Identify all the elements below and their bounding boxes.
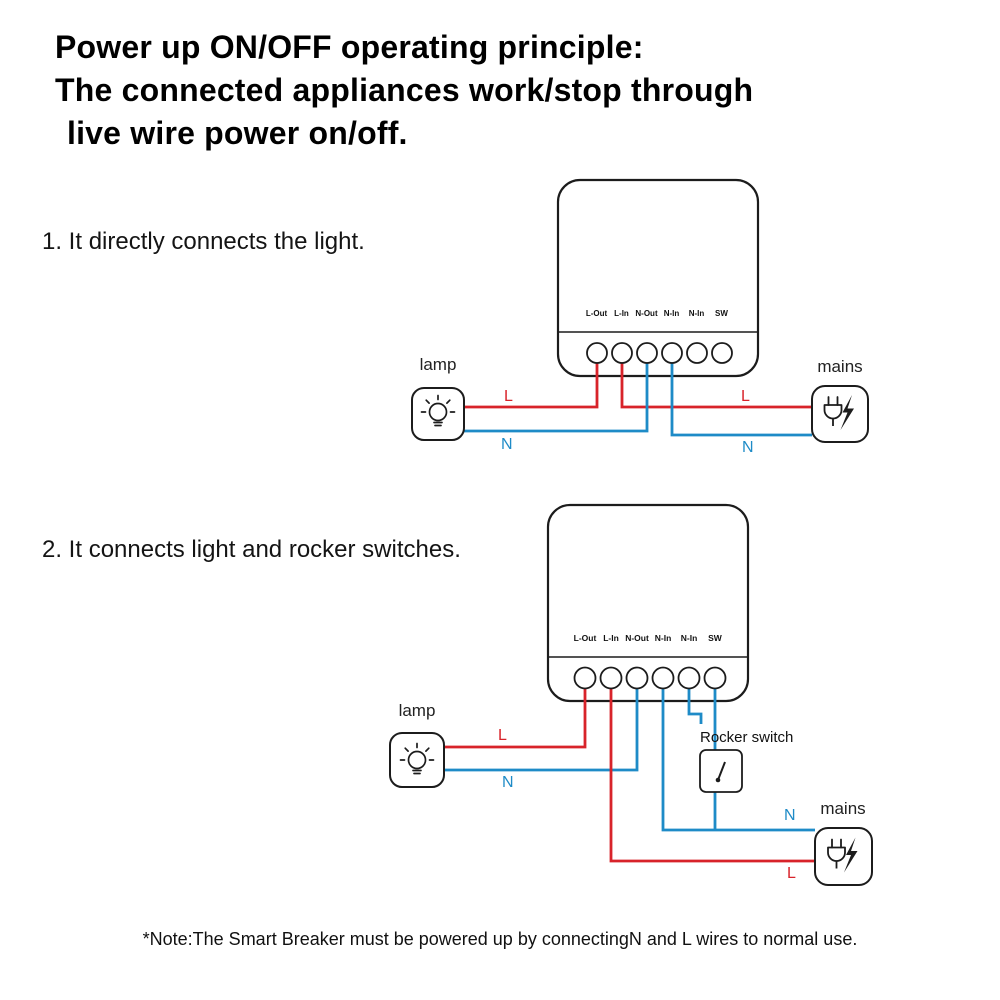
wire-neutral-stub (687, 688, 703, 724)
mains-label-2: mains (820, 799, 866, 818)
wire-live-lamp-2 (444, 688, 587, 749)
terminal-circle (636, 342, 658, 364)
wire-label-live-lamp-1: L (504, 388, 513, 405)
smart-breaker-body-1 (556, 178, 760, 378)
terminal-circle (573, 666, 597, 690)
lamp-label-2: lamp (398, 701, 436, 720)
terminal-circle (677, 666, 701, 690)
terminal-label-n-out: N-Out (625, 633, 649, 643)
terminal-label-l-out: L-Out (585, 309, 608, 318)
lamp-box-2 (389, 732, 445, 788)
wire-label-neutral-mains-2: N (784, 807, 796, 824)
wire-neutral-mains-2 (661, 688, 815, 832)
terminal-label-sw: SW (708, 633, 722, 643)
rocker-switch-label: Rocker switch (700, 729, 794, 746)
terminal-label-n-in-2: N-In (688, 309, 705, 318)
terminal-circle (703, 666, 727, 690)
wire-label-neutral-mains-1: N (742, 439, 754, 456)
terminal-circles-1 (586, 342, 733, 364)
terminal-labels-2: L-Out L-In N-Out N-In N-In SW (572, 633, 728, 643)
title-line-1: Power up ON/OFF operating principle: (55, 29, 644, 65)
lamp-label-1: lamp (419, 355, 457, 374)
section-2-label: 2. It connects light and rocker switches… (42, 536, 461, 563)
wire-label-neutral-lamp-1: N (501, 436, 513, 453)
wire-label-neutral-lamp-2: N (502, 774, 514, 791)
wire-live-mains-2 (609, 688, 815, 863)
terminal-circle (586, 342, 608, 364)
terminal-circle (599, 666, 623, 690)
section-1-label: 1. It directly connects the light. (42, 228, 365, 255)
wire-live-lamp-1 (464, 363, 599, 409)
terminal-circle (651, 666, 675, 690)
terminal-label-n-in: N-In (654, 633, 672, 643)
terminal-circles-2 (573, 666, 727, 690)
title-line-2: The connected appliances work/stop throu… (55, 72, 754, 108)
terminal-circle (611, 342, 633, 364)
terminal-circle (686, 342, 708, 364)
mains-label-1: mains (817, 357, 863, 376)
page-title: Power up ON/OFF operating principle: The… (55, 26, 753, 155)
wire-neutral-mains-1 (670, 363, 812, 437)
title-line-3: live wire power on/off. (67, 115, 408, 151)
smart-breaker-body-2 (546, 503, 750, 703)
terminal-circle (711, 342, 733, 364)
terminal-label-l-in: L-In (614, 309, 629, 318)
wire-neutral-lamp-2 (444, 688, 639, 772)
wire-label-live-mains-1: L (741, 388, 750, 405)
wire-live-mains-1 (620, 363, 812, 409)
wire-label-live-mains-2: L (787, 865, 796, 882)
diagram-1 (411, 178, 869, 443)
note-text: *Note:The Smart Breaker must be powered … (142, 929, 858, 949)
terminal-label-n-out: N-Out (635, 309, 658, 318)
terminal-circle (661, 342, 683, 364)
terminal-labels-1: L-Out L-In N-Out N-In N-In SW (584, 309, 734, 318)
wire-label-live-lamp-2: L (498, 727, 507, 744)
lamp-box-1 (411, 387, 465, 441)
wire-neutral-lamp-1 (464, 363, 649, 433)
terminal-label-n-in: N-In (663, 309, 680, 318)
terminal-label-sw: SW (715, 309, 728, 318)
terminal-label-l-in: L-In (603, 633, 619, 643)
diagram-2 (389, 503, 873, 886)
terminal-circle (625, 666, 649, 690)
rocker-switch-icon (715, 761, 726, 783)
terminal-label-n-in-2: N-In (680, 633, 698, 643)
terminal-label-l-out: L-Out (573, 633, 597, 643)
